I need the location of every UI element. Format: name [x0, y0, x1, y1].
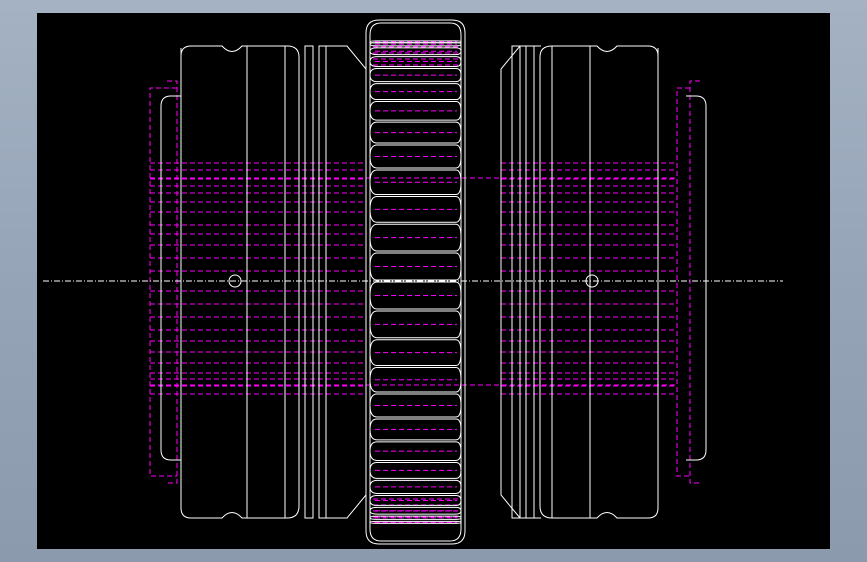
- hidden-hub-recess: [689, 80, 700, 484]
- gear-tooth: [369, 494, 462, 506]
- hidden-hub-recess-outer: [676, 87, 690, 477]
- gear-tooth: [369, 223, 462, 252]
- left-flange-plate: [304, 45, 314, 519]
- coupling-drawing: [43, 19, 783, 545]
- gear-tooth: [369, 252, 462, 281]
- cad-viewport[interactable]: [37, 13, 830, 549]
- gear-tooth: [369, 479, 462, 494]
- left-hub-body: [180, 45, 300, 519]
- right-hub-shoulder: [686, 106, 707, 461]
- gear-sleeve-inner-outline: [369, 22, 462, 542]
- gear-tooth: [369, 56, 462, 68]
- left-flange-plate: [318, 45, 327, 519]
- gear-tooth: [369, 339, 462, 366]
- gear-sleeve-outline: [365, 19, 466, 545]
- gear-tooth: [369, 366, 462, 393]
- gear-tooth: [369, 310, 462, 339]
- gear-tooth: [369, 121, 462, 144]
- hidden-hub-recess-outer: [149, 87, 177, 477]
- left-hub-shoulder-top: [160, 95, 181, 107]
- gear-tooth: [369, 68, 462, 83]
- gear-tooth: [369, 196, 462, 223]
- left-hub-shoulder: [160, 106, 181, 461]
- hidden-hub-recess: [167, 80, 178, 484]
- gear-tooth: [369, 441, 462, 461]
- outline-geometry: [160, 19, 707, 545]
- gear-tooth: [369, 83, 462, 101]
- gear-tooth: [369, 506, 462, 515]
- right-hub-shoulder-top: [686, 95, 707, 107]
- gear-teeth: [369, 40, 462, 524]
- right-flange-plate: [525, 45, 535, 519]
- gear-tooth: [369, 393, 462, 418]
- gear-tooth: [369, 520, 462, 524]
- gear-tooth: [369, 461, 462, 479]
- gear-tooth: [369, 101, 462, 121]
- gear-tooth: [369, 515, 462, 520]
- gear-tooth: [369, 418, 462, 441]
- left-flange-taper: [326, 45, 367, 519]
- gear-tooth: [369, 144, 462, 169]
- gear-tooth: [369, 169, 462, 196]
- gear-tooth: [369, 281, 462, 310]
- gear-tooth: [369, 47, 462, 56]
- gear-tooth: [369, 42, 462, 47]
- right-flange-taper: [500, 45, 541, 519]
- right-flange-plate: [511, 45, 521, 519]
- right-hub-body: [539, 45, 659, 519]
- hidden-lines: [149, 40, 700, 524]
